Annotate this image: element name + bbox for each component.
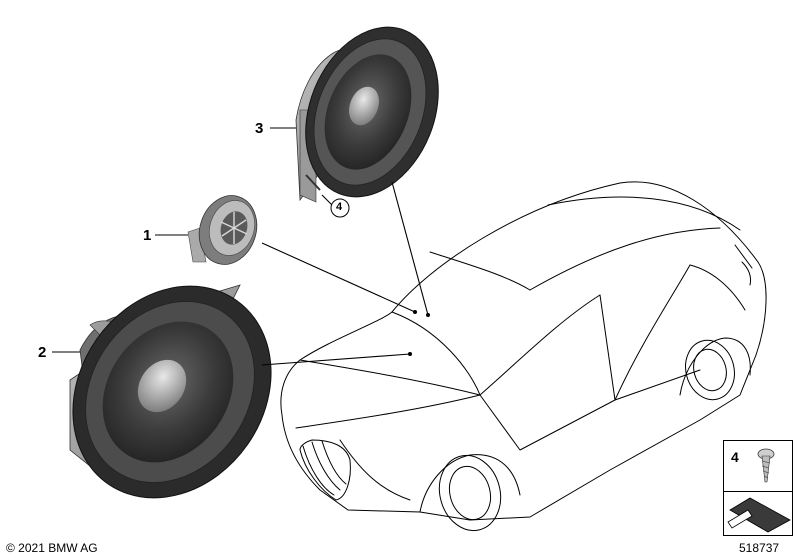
callout-3: 3 [255, 120, 264, 137]
callout-4-circle [330, 198, 350, 218]
tool-arrow-icon [727, 497, 791, 533]
leader-endpoints [408, 310, 430, 356]
screw-icon [757, 448, 775, 483]
copyright-text: © 2021 BMW AG [6, 541, 98, 555]
speaker-3-woofer [295, 26, 439, 203]
callout-1: 1 [143, 227, 152, 244]
leader-lines [52, 127, 429, 366]
legend-box: 4 [723, 440, 793, 536]
callout-2: 2 [38, 344, 47, 361]
legend-part-number: 4 [731, 449, 739, 465]
speaker-2-woofer [69, 284, 272, 499]
speaker-1-tweeter [187, 195, 258, 265]
diagram-id: 518737 [739, 541, 780, 555]
legend-divider [724, 491, 792, 492]
callout-4-circled: 4 [336, 201, 343, 213]
car-outline [280, 181, 767, 532]
